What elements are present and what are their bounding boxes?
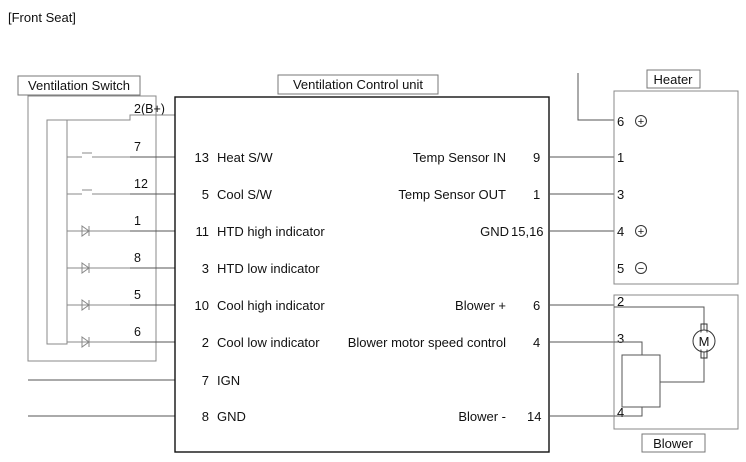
cu-pin-6: 6 xyxy=(533,298,540,313)
cu-label-cool-high: Cool high indicator xyxy=(217,298,325,313)
heater-pin-6: 6 xyxy=(617,114,624,129)
switch-bplus-line xyxy=(48,114,175,121)
ventilation-switch-label: Ventilation Switch xyxy=(28,78,130,93)
blower-pin-4: 4 xyxy=(617,405,624,420)
blower-label: Blower xyxy=(653,436,693,451)
heater-plus-symbol-2 xyxy=(635,225,647,237)
cu-pin-9: 9 xyxy=(533,150,540,165)
cu-label-htd-low: HTD low indicator xyxy=(217,261,320,276)
blower-label-box xyxy=(641,433,706,453)
heater-minus-sign: − xyxy=(638,263,644,275)
motor-icon: M xyxy=(692,323,716,359)
switch-contact-heat xyxy=(67,152,130,158)
blower-wire-speed xyxy=(614,341,643,355)
switch-pin-7: 7 xyxy=(134,140,141,154)
cu-label-cool-low: Cool low indicator xyxy=(217,335,320,350)
cu-label-blower-minus: Blower - xyxy=(458,409,506,424)
ventilation-switch-label-box xyxy=(17,75,141,96)
switch-pin-1: 1 xyxy=(134,214,141,228)
switch-pin-12: 12 xyxy=(134,177,148,191)
switch-pin-2b: 2(B+) xyxy=(134,102,165,116)
cu-label-gnd-right: GND xyxy=(480,224,509,239)
led-cool-high-icon xyxy=(67,299,130,311)
cu-pin-7: 7 xyxy=(202,373,209,388)
cu-pin-15-16: 15,16 xyxy=(511,224,544,239)
blower-body xyxy=(613,294,739,430)
cu-label-temp-out: Temp Sensor OUT xyxy=(398,187,506,202)
cu-label-gnd: GND xyxy=(217,409,246,424)
motor-label: M xyxy=(699,334,710,349)
heater-plus-sign-2: + xyxy=(638,226,644,238)
switch-contact-cool xyxy=(67,189,130,195)
cu-pin-13: 13 xyxy=(195,150,209,165)
control-unit-label-box xyxy=(277,74,439,95)
cu-pin-5: 5 xyxy=(202,187,209,202)
blower-pin-3: 3 xyxy=(617,331,624,346)
switch-pin-6: 6 xyxy=(134,325,141,339)
heater-plus-symbol-1 xyxy=(635,115,647,127)
cu-pin-11: 11 xyxy=(196,224,210,239)
heater-pin-5: 5 xyxy=(617,261,624,276)
diagram-title: [Front Seat] xyxy=(8,10,76,25)
cu-pin-10: 10 xyxy=(195,298,209,313)
cu-pin-8: 8 xyxy=(202,409,209,424)
control-unit-label: Ventilation Control unit xyxy=(293,77,423,92)
led-htd-low-icon xyxy=(67,262,130,274)
cu-label-htd-high: HTD high indicator xyxy=(217,224,325,239)
cu-pin-1: 1 xyxy=(533,187,540,202)
cu-label-heat-sw: Heat S/W xyxy=(217,150,273,165)
cu-label-cool-sw: Cool S/W xyxy=(217,187,273,202)
blower-pin-2: 2 xyxy=(617,294,624,309)
led-htd-high-icon xyxy=(67,225,130,237)
cu-pin-3: 3 xyxy=(202,261,209,276)
switch-pin-5: 5 xyxy=(134,288,141,302)
cu-pin-14: 14 xyxy=(527,409,541,424)
blower-wire-motor-return xyxy=(660,352,705,383)
blower-wire-plus xyxy=(614,306,705,330)
cu-label-temp-in: Temp Sensor IN xyxy=(413,150,506,165)
heater-plus-sign-1: + xyxy=(638,116,644,128)
cu-pin-4: 4 xyxy=(533,335,540,350)
led-cool-low-icon xyxy=(67,336,130,348)
heater-pin-4: 4 xyxy=(617,224,624,239)
heater-label: Heater xyxy=(653,72,693,87)
switch-pin-8: 8 xyxy=(134,251,141,265)
wire-heater-power xyxy=(577,73,614,121)
heater-body xyxy=(613,90,739,285)
cu-pin-2: 2 xyxy=(202,335,209,350)
cu-label-blower-speed: Blower motor speed control xyxy=(348,335,506,350)
heater-minus-symbol xyxy=(635,262,647,274)
ventilation-switch-body xyxy=(27,95,157,362)
blower-wire-ground xyxy=(614,407,643,417)
heater-pin-3: 3 xyxy=(617,187,624,202)
heater-pin-1: 1 xyxy=(617,150,624,165)
cu-label-blower-plus: Blower + xyxy=(455,298,506,313)
blower-speed-controller xyxy=(621,354,661,408)
cu-label-ign: IGN xyxy=(217,373,240,388)
control-unit-body xyxy=(174,96,550,453)
heater-label-box xyxy=(646,69,701,89)
